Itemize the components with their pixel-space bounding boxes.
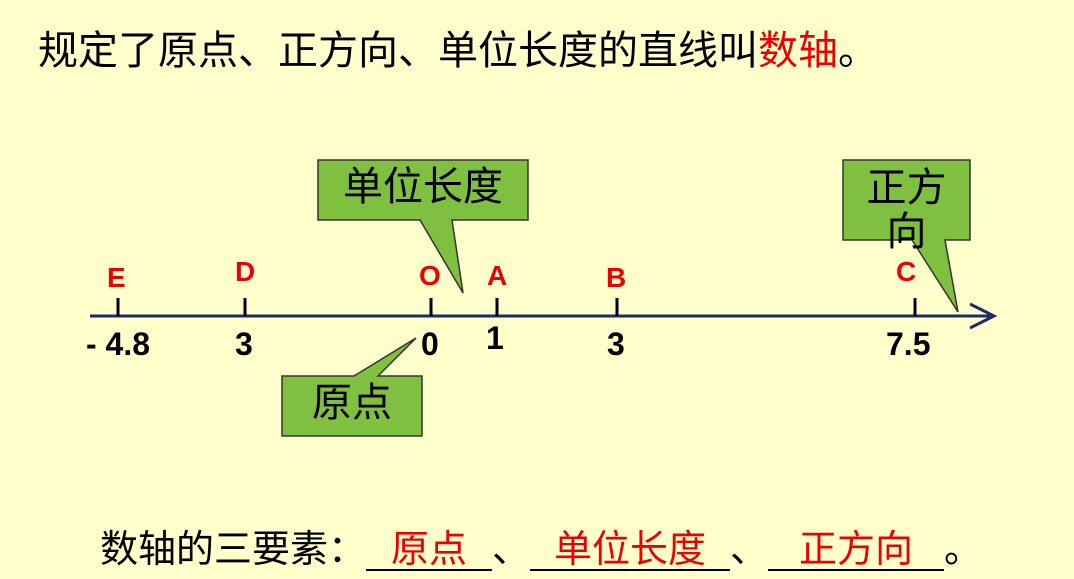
definition-term: 数轴: [758, 28, 838, 74]
point-letter-d: D: [235, 256, 256, 287]
axis-arrowhead: [969, 302, 998, 330]
callout-unit-length: [317, 159, 529, 294]
point-letter-c: C: [896, 256, 917, 287]
definition-suffix: 。: [838, 28, 878, 74]
point-letter-b: B: [606, 262, 627, 293]
callout-unit-length-text: 单位长度: [343, 164, 503, 210]
callout-origin-text: 原点: [312, 380, 392, 426]
elements-label: 数轴的三要素：: [100, 527, 367, 571]
tick-label-c: 7.5: [886, 326, 931, 362]
separator-1: 、: [492, 527, 531, 571]
definition-prefix: 规定了原点、正方向、单位长度的直线叫: [38, 28, 758, 74]
callout-positive-direction: [842, 159, 971, 313]
tick-label-e: - 4.8: [86, 326, 151, 362]
tick-label-d: 3: [235, 326, 253, 362]
answer-blank-unit-length: 单位长度: [530, 518, 731, 573]
callout-positive-direction-text: 正方 向: [866, 165, 947, 255]
tick-label-o: 0: [421, 326, 439, 362]
point-letter-e: E: [107, 262, 126, 293]
three-elements-sentence: 数轴的三要素：原点、单位长度、正方向。: [100, 518, 982, 573]
answer-blank-origin: 原点: [366, 518, 493, 573]
point-letter-a: A: [487, 260, 508, 291]
point-letter-o: O: [419, 260, 441, 291]
answer-blank-positive-direction: 正方向: [768, 518, 945, 573]
definition-sentence: 规定了原点、正方向、单位长度的直线叫数轴。: [38, 18, 878, 76]
separator-2: 、: [730, 527, 769, 571]
tick-label-a: 1: [486, 320, 504, 356]
tick-label-b: 3: [607, 326, 625, 362]
callout-origin: [281, 337, 423, 437]
separator-3: 。: [944, 527, 983, 571]
